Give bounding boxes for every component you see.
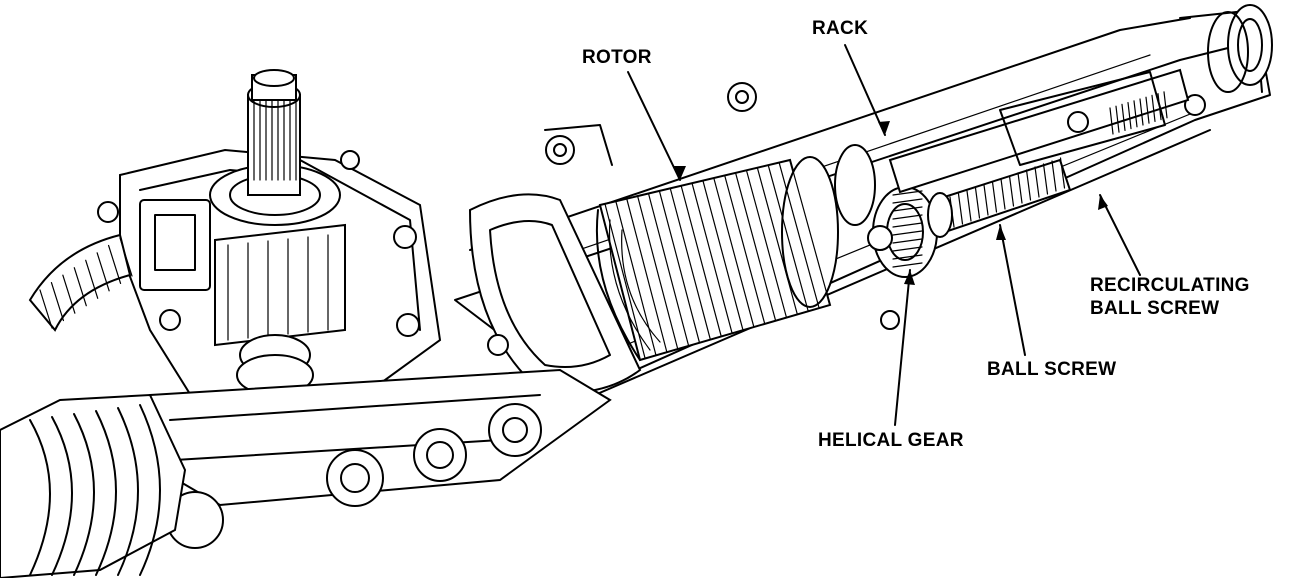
nut-thread	[1127, 101, 1132, 130]
rotor-stripe	[626, 198, 668, 353]
boot-ring	[117, 407, 139, 576]
leader-helical-gear	[894, 269, 911, 426]
screw-thread	[1025, 169, 1032, 201]
nut-thread	[1163, 91, 1168, 119]
boot-ring	[139, 404, 161, 576]
boot-ring	[29, 419, 51, 576]
rotor-stripe	[734, 172, 777, 322]
gear-tooth	[892, 230, 923, 236]
rotor-stripe	[702, 180, 744, 331]
rotor-stripe	[789, 159, 831, 306]
nut-thread	[1139, 98, 1144, 126]
label-recirculating-line1: RECIRCULATING	[1090, 275, 1250, 296]
screw-thread	[1008, 175, 1015, 207]
rotor-stripe	[647, 193, 690, 347]
gear-tooth	[892, 246, 923, 252]
nut-thread	[1133, 100, 1138, 128]
rotor-stripe	[745, 169, 788, 319]
hose-ring	[107, 244, 122, 285]
hose-ring	[50, 281, 65, 322]
screw-thread	[1059, 157, 1066, 189]
rotor-stripe	[691, 182, 733, 334]
screw-thread	[957, 193, 964, 225]
leader-recirculating-ball-screw	[1099, 194, 1141, 276]
nut-thread	[1121, 103, 1126, 131]
rubber-boot	[0, 393, 187, 578]
leader-rotor	[627, 71, 681, 181]
hose-ring	[73, 267, 87, 307]
rotor-stripe	[713, 177, 755, 328]
nut-thread	[1157, 92, 1162, 121]
rotor-stripe	[724, 174, 766, 325]
nut-thread	[1115, 105, 1120, 133]
boot-ring	[51, 416, 73, 576]
label-helical-gear: HELICAL GEAR	[818, 430, 964, 451]
rotor-stripe	[637, 195, 679, 350]
gear-tooth	[892, 190, 923, 196]
rotor-stripe	[756, 167, 798, 315]
lower-tube	[148, 368, 612, 549]
nut-thread	[1145, 96, 1150, 124]
gear-tooth	[892, 198, 923, 204]
rack-bar	[888, 68, 1190, 194]
hose	[28, 233, 133, 332]
gear-tooth	[892, 254, 923, 260]
boot-ring	[73, 413, 95, 576]
rotor-stripe	[767, 164, 809, 312]
hose-ring	[119, 237, 133, 277]
rotor-stripe	[778, 161, 820, 309]
label-recirculating-line2: BALL SCREW	[1090, 298, 1220, 319]
gear-tooth	[892, 222, 923, 228]
rotor-stripe	[669, 187, 711, 340]
screw-thread	[991, 181, 998, 213]
screw-thread	[983, 184, 989, 216]
leader-ball-screw	[999, 224, 1026, 356]
hose-ring	[62, 274, 76, 314]
gear-tooth	[892, 206, 923, 212]
screw-thread	[1000, 178, 1006, 210]
helical-gear	[834, 144, 938, 278]
hose-ring	[39, 289, 53, 329]
leader-rack	[844, 44, 886, 136]
ball-screw	[927, 157, 1072, 238]
boot-ring	[95, 410, 117, 576]
gear-tooth	[892, 262, 923, 268]
screw-thread	[1034, 166, 1040, 198]
gear-tooth	[892, 238, 923, 244]
rotor	[595, 156, 839, 362]
hose-ring	[85, 259, 99, 299]
nut-thread	[1109, 107, 1114, 135]
label-rack: RACK	[812, 18, 869, 39]
motor-end-cap	[468, 124, 642, 394]
hose-ring	[96, 252, 110, 292]
label-ball-screw: BALL SCREW	[987, 359, 1117, 380]
label-rotor: ROTOR	[582, 47, 652, 68]
screw-thread	[1017, 172, 1023, 204]
gear-tooth	[892, 214, 923, 220]
leader-lines	[627, 44, 1141, 426]
screw-thread	[966, 190, 972, 222]
pinion-housing	[97, 69, 442, 422]
rotor-stripe	[658, 190, 701, 344]
screw-thread	[1051, 160, 1057, 192]
rotor-stripe	[680, 185, 722, 337]
screw-thread	[974, 187, 981, 219]
screw-thread	[1042, 163, 1049, 195]
nut-thread	[1151, 94, 1156, 123]
